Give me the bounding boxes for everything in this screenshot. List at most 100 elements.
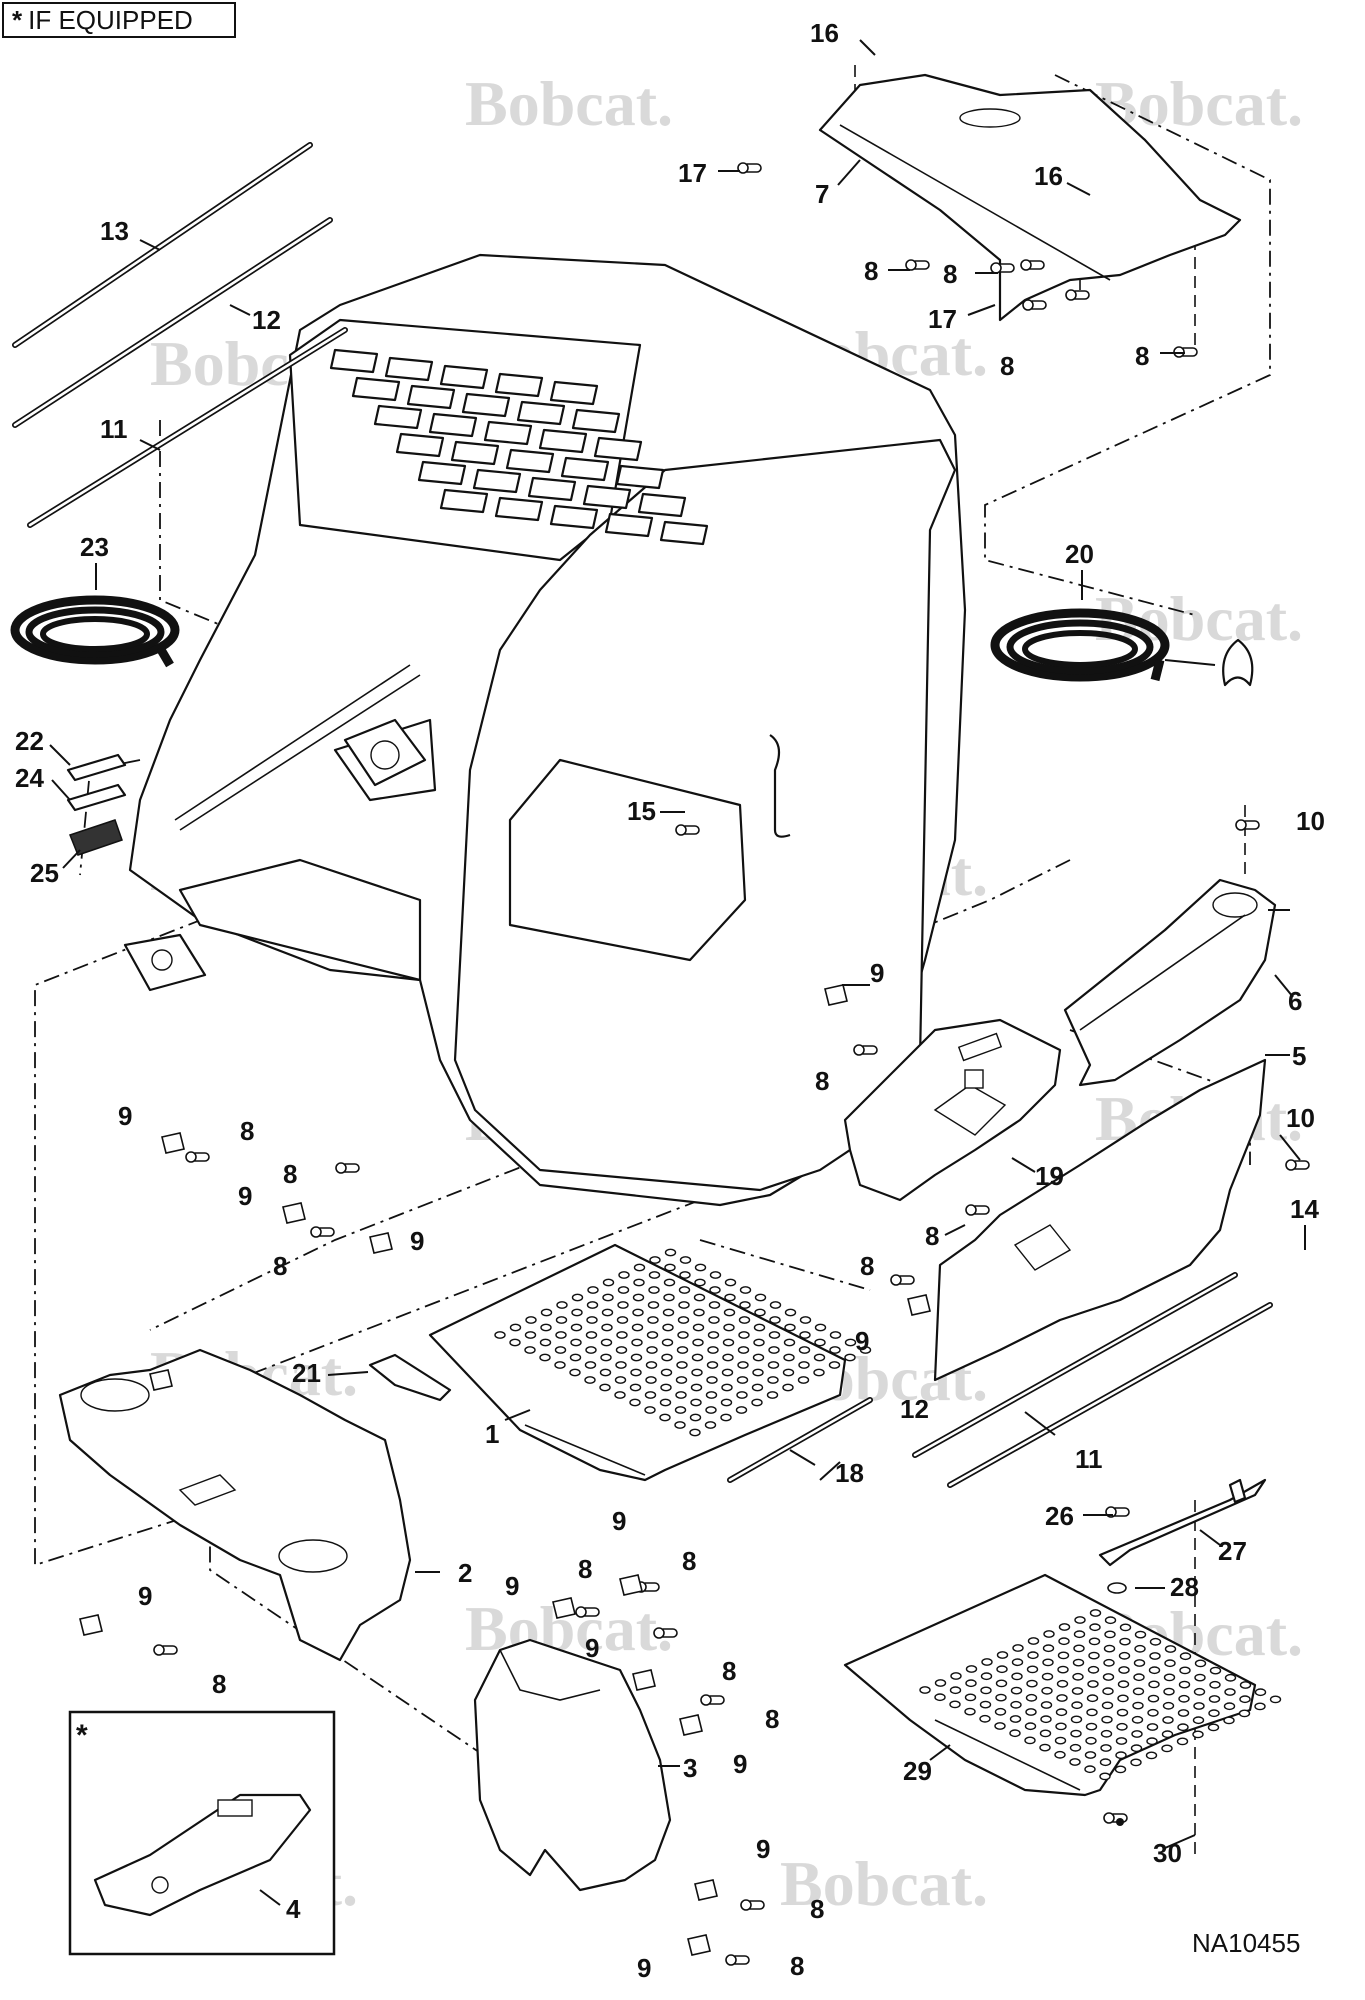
callout-label: 8 — [682, 1546, 696, 1576]
mat-hole — [615, 1361, 627, 1369]
mat-hole — [813, 1353, 826, 1362]
callout-label: 12 — [252, 305, 281, 335]
callout-label: 12 — [900, 1394, 929, 1424]
mat-hole — [829, 1346, 841, 1354]
mat-hole — [723, 1323, 735, 1332]
callout-label: 8 — [790, 1951, 804, 1981]
mat-hole — [1148, 1680, 1160, 1689]
nut-icon — [1116, 1818, 1124, 1826]
mat-hole — [1146, 1723, 1159, 1731]
mat-hole — [1043, 1630, 1055, 1638]
bolt-head-icon — [740, 1899, 752, 1911]
mat-hole — [1039, 1743, 1051, 1752]
console-slot — [957, 1032, 1003, 1062]
mat-hole — [1087, 1680, 1099, 1688]
grille-cell — [604, 512, 654, 538]
mat-hole — [1026, 1679, 1038, 1688]
mat-hole — [859, 1346, 872, 1354]
callout-label: 20 — [1065, 539, 1094, 569]
mat-hole — [692, 1323, 705, 1332]
grille-cell — [659, 520, 709, 546]
mat-hole — [1041, 1672, 1054, 1681]
mat-hole — [677, 1316, 690, 1324]
bolt-head-icon — [310, 1226, 322, 1238]
mat-hole — [965, 1665, 978, 1673]
mat-hole — [571, 1293, 584, 1302]
decal-22 — [66, 753, 127, 782]
mat-hole — [1010, 1700, 1022, 1709]
seal-coil-loop — [40, 616, 150, 652]
mat-hole — [799, 1331, 811, 1339]
mat-hole — [737, 1346, 750, 1354]
callout-label: 8 — [1135, 341, 1149, 371]
mat-hole — [1179, 1666, 1191, 1675]
mat-hole — [1117, 1694, 1129, 1703]
assembly-line — [209, 1199, 701, 1791]
part-19-console — [843, 1018, 1062, 1202]
mat-hole — [632, 1308, 644, 1317]
mat-hole — [1104, 1616, 1117, 1625]
callout-label: 8 — [722, 1656, 736, 1686]
mat-hole — [1209, 1680, 1221, 1689]
callout-label: 17 — [928, 304, 957, 334]
grille-cell — [549, 504, 599, 530]
mat-hole — [691, 1353, 704, 1362]
mat-hole — [570, 1338, 582, 1347]
leader — [62, 849, 81, 869]
mat-hole — [1100, 1729, 1113, 1738]
clip-nut-icon — [907, 1294, 931, 1316]
mat-hole — [949, 1700, 961, 1709]
mat-hole — [679, 1271, 691, 1279]
panel-6-boss — [1212, 892, 1258, 918]
shell-2-cup-right — [278, 1539, 348, 1573]
clip-nut-icon — [369, 1232, 393, 1254]
mat-hole — [754, 1308, 766, 1317]
part-18-rod — [727, 1397, 873, 1483]
mat-hole — [692, 1338, 704, 1347]
mat-hole — [630, 1368, 642, 1377]
mat-hole — [1103, 1644, 1116, 1653]
mat-hole — [1145, 1751, 1158, 1760]
mat-hole — [813, 1368, 825, 1377]
callout-label: 9 — [637, 1953, 651, 1983]
mat-hole — [1089, 1609, 1102, 1617]
callout-label: 29 — [903, 1756, 932, 1786]
mat-hole — [1086, 1694, 1099, 1703]
leader — [504, 1409, 531, 1421]
clip-nut-icon — [282, 1202, 306, 1224]
mat-hole — [767, 1376, 779, 1384]
mat-hole — [674, 1406, 687, 1414]
leader — [929, 1744, 951, 1761]
leader — [859, 39, 876, 56]
grille-cell — [582, 484, 632, 510]
mat-hole — [1238, 1709, 1251, 1718]
rod-18-highlight — [728, 1398, 872, 1482]
callout-label: 8 — [1000, 351, 1014, 381]
mat-hole — [646, 1346, 658, 1354]
mat-hole — [1194, 1673, 1206, 1682]
mat-hole — [1208, 1695, 1221, 1703]
mat-hole — [1057, 1665, 1069, 1674]
mat-hole — [979, 1714, 991, 1723]
watermark: Bobcat. — [465, 68, 673, 139]
callout-label: 8 — [925, 1221, 939, 1251]
mat-hole — [1192, 1716, 1205, 1725]
mat-hole — [768, 1331, 781, 1339]
callout-label: 9 — [756, 1834, 770, 1864]
mat-hole — [814, 1323, 827, 1332]
leader — [1024, 1411, 1056, 1436]
mat-hole — [1118, 1651, 1131, 1660]
callout-label: 27 — [1218, 1536, 1247, 1566]
mat-hole — [616, 1316, 629, 1324]
bolt-head-icon — [185, 1151, 197, 1163]
grille-cell — [417, 460, 467, 486]
mat-hole — [1058, 1637, 1070, 1646]
leader — [49, 744, 71, 766]
mat-hole — [919, 1686, 931, 1694]
mat-hole — [693, 1293, 706, 1302]
grille-cell — [516, 400, 566, 426]
callout-label: 8 — [283, 1159, 297, 1189]
mat-hole — [1057, 1651, 1070, 1660]
mat-hole — [691, 1368, 703, 1377]
callout-label: 8 — [212, 1669, 226, 1699]
